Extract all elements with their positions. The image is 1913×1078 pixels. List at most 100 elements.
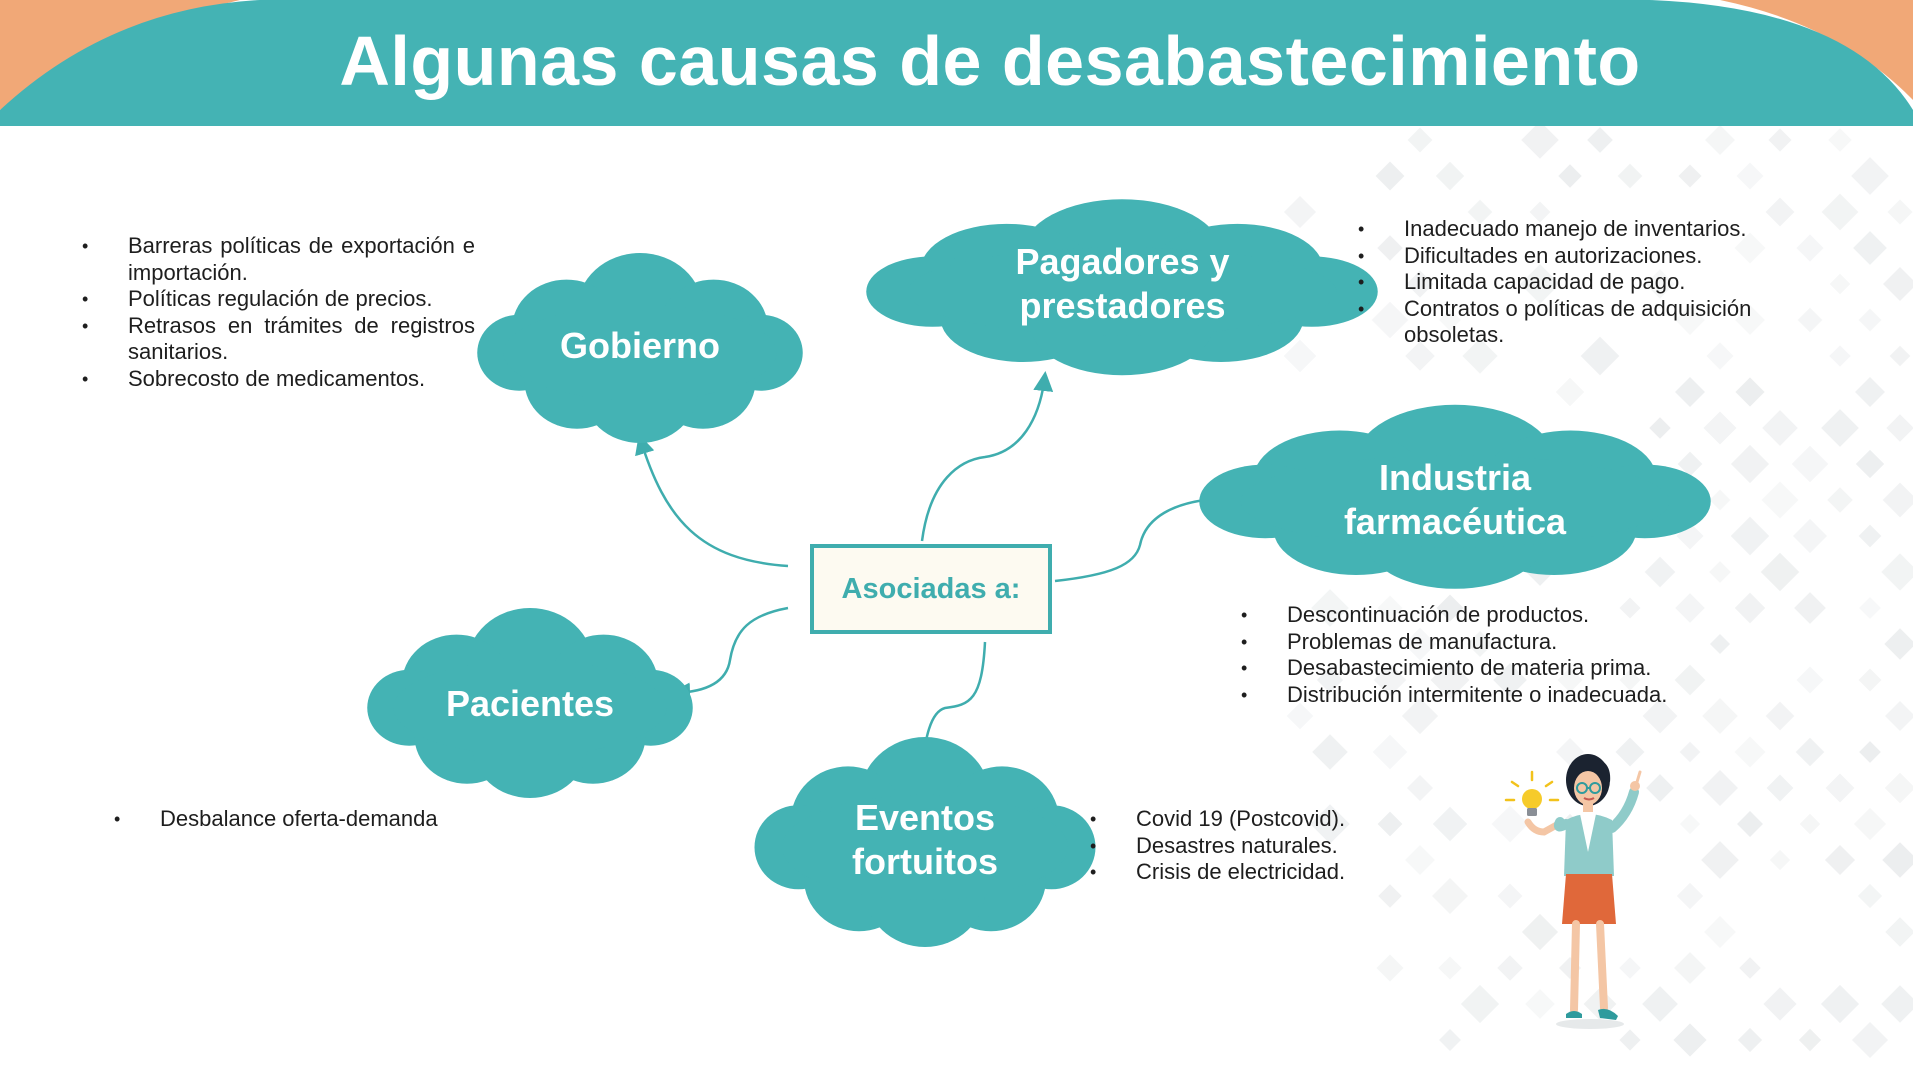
pattern-diamond bbox=[1885, 701, 1913, 731]
center-box-asociadas: Asociadas a: bbox=[810, 544, 1052, 634]
pattern-diamond bbox=[1821, 193, 1859, 231]
pattern-diamond bbox=[1376, 954, 1404, 982]
pattern-diamond bbox=[1762, 410, 1798, 446]
list-item: Sobrecosto de medicamentos. bbox=[82, 366, 475, 393]
list-item: Limitada capacidad de pago. bbox=[1358, 269, 1818, 296]
pattern-diamond bbox=[1375, 161, 1405, 191]
industria-label-line2: farmacéutica bbox=[1343, 501, 1567, 542]
pattern-diamond bbox=[1438, 956, 1462, 980]
pattern-diamond bbox=[1794, 592, 1826, 624]
pattern-diamond bbox=[1760, 552, 1800, 592]
eventos-label-line2: fortuitos bbox=[852, 841, 998, 882]
pattern-diamond bbox=[1824, 844, 1856, 876]
pattern-diamond bbox=[1859, 597, 1881, 619]
pattern-diamond bbox=[1642, 986, 1678, 1022]
pattern-diamond bbox=[1432, 878, 1468, 914]
pattern-diamond bbox=[1889, 345, 1911, 367]
pattern-diamond bbox=[1858, 668, 1882, 692]
pattern-diamond bbox=[1615, 737, 1645, 767]
header-banner bbox=[0, 0, 1913, 126]
pattern-diamond bbox=[1702, 698, 1738, 734]
pattern-diamond bbox=[1706, 342, 1734, 370]
pacientes-label-text: Pacientes bbox=[445, 683, 615, 724]
list-item: Barreras políticas de exportación e impo… bbox=[82, 233, 475, 286]
pattern-diamond bbox=[1705, 125, 1735, 155]
pattern-diamond bbox=[1737, 811, 1763, 837]
pagadores-label-line1: Pagadores y bbox=[1015, 241, 1230, 282]
pattern-diamond bbox=[1851, 157, 1889, 195]
node-label-industria: Industria farmacéutica bbox=[1290, 454, 1620, 546]
pagadores-causes-list: Inadecuado manejo de inventarios. Dificu… bbox=[1358, 216, 1818, 349]
pattern-diamond bbox=[1768, 128, 1792, 152]
pattern-diamond bbox=[1796, 666, 1824, 694]
pattern-diamond bbox=[1884, 772, 1913, 804]
woman-presenter-illustration bbox=[1504, 754, 1642, 1029]
node-label-pagadores: Pagadores y prestadores bbox=[960, 238, 1285, 330]
pattern-diamond bbox=[1825, 773, 1855, 803]
pattern-diamond bbox=[1405, 845, 1435, 875]
list-item: Desastres naturales. bbox=[1090, 833, 1420, 860]
pattern-diamond bbox=[1679, 741, 1701, 763]
pattern-diamond bbox=[1497, 955, 1523, 981]
pattern-diamond bbox=[1853, 231, 1887, 265]
pattern-diamond bbox=[1439, 1029, 1461, 1051]
pattern-diamond bbox=[1828, 128, 1852, 152]
node-label-gobierno: Gobierno bbox=[540, 318, 740, 374]
pattern-diamond bbox=[1827, 487, 1853, 513]
connector-to-pagadores bbox=[920, 371, 1054, 542]
pattern-diamond bbox=[1795, 737, 1825, 767]
pattern-diamond bbox=[1435, 161, 1465, 191]
pattern-diamond bbox=[1763, 987, 1797, 1021]
pattern-diamond bbox=[1558, 164, 1582, 188]
pattern-diamond bbox=[1556, 738, 1584, 766]
list-item: Desabastecimiento de materia prima. bbox=[1241, 655, 1761, 682]
pattern-diamond bbox=[1646, 774, 1674, 802]
pattern-diamond bbox=[1555, 377, 1585, 407]
pattern-diamond bbox=[1829, 345, 1851, 367]
pattern-diamond bbox=[1882, 842, 1913, 878]
list-item: Covid 19 (Postcovid). bbox=[1090, 806, 1420, 833]
pattern-diamond bbox=[1881, 985, 1913, 1023]
pattern-diamond bbox=[1401, 697, 1439, 735]
gobierno-causes-list: Barreras políticas de exportación e impo… bbox=[82, 233, 475, 392]
pattern-diamond bbox=[1736, 162, 1764, 190]
pattern-diamond bbox=[1644, 556, 1676, 588]
pattern-diamond bbox=[1857, 883, 1883, 909]
eventos-label-line1: Eventos bbox=[854, 797, 996, 838]
list-item: Crisis de electricidad. bbox=[1090, 859, 1420, 886]
connector-to-gobierno bbox=[635, 434, 789, 568]
pattern-diamond bbox=[1521, 913, 1559, 951]
pattern-diamond bbox=[1799, 813, 1821, 835]
pattern-diamond bbox=[1853, 807, 1887, 841]
pattern-diamond bbox=[1701, 841, 1739, 879]
pattern-diamond bbox=[1887, 199, 1913, 225]
pattern-diamond bbox=[1855, 449, 1885, 479]
pattern-diamond bbox=[1587, 127, 1613, 153]
page-title: Algunas causas de desabastecimiento bbox=[339, 22, 1641, 100]
pattern-diamond bbox=[1765, 197, 1795, 227]
header-orange-right-corner bbox=[1720, 0, 1913, 100]
pattern-diamond bbox=[1312, 734, 1348, 770]
pattern-diamond bbox=[1884, 628, 1913, 660]
node-label-pacientes: Pacientes bbox=[430, 676, 630, 732]
pattern-diamond bbox=[1372, 734, 1408, 770]
pattern-diamond bbox=[1619, 1029, 1641, 1051]
pattern-diamond bbox=[1462, 338, 1498, 374]
pattern-diamond bbox=[1851, 1021, 1889, 1059]
pattern-diamond bbox=[1761, 481, 1799, 519]
pattern-diamond bbox=[1730, 444, 1770, 484]
pattern-diamond bbox=[1886, 414, 1913, 442]
list-item: Dificultades en autorizaciones. bbox=[1358, 243, 1818, 270]
pattern-diamond bbox=[1676, 882, 1704, 910]
pattern-diamond bbox=[1709, 489, 1731, 511]
eventos-causes-list: Covid 19 (Postcovid). Desastres naturale… bbox=[1090, 806, 1420, 886]
pattern-diamond bbox=[1679, 813, 1701, 835]
industria-causes-list: Descontinuación de productos. Problemas … bbox=[1241, 602, 1761, 708]
list-item: Contratos o políticas de adquisición obs… bbox=[1358, 296, 1818, 349]
pattern-diamond bbox=[1792, 518, 1828, 554]
pattern-diamond bbox=[1703, 411, 1737, 445]
pattern-diamond bbox=[1858, 308, 1882, 332]
pattern-diamond bbox=[1766, 774, 1794, 802]
connector-to-industria bbox=[1054, 488, 1232, 583]
